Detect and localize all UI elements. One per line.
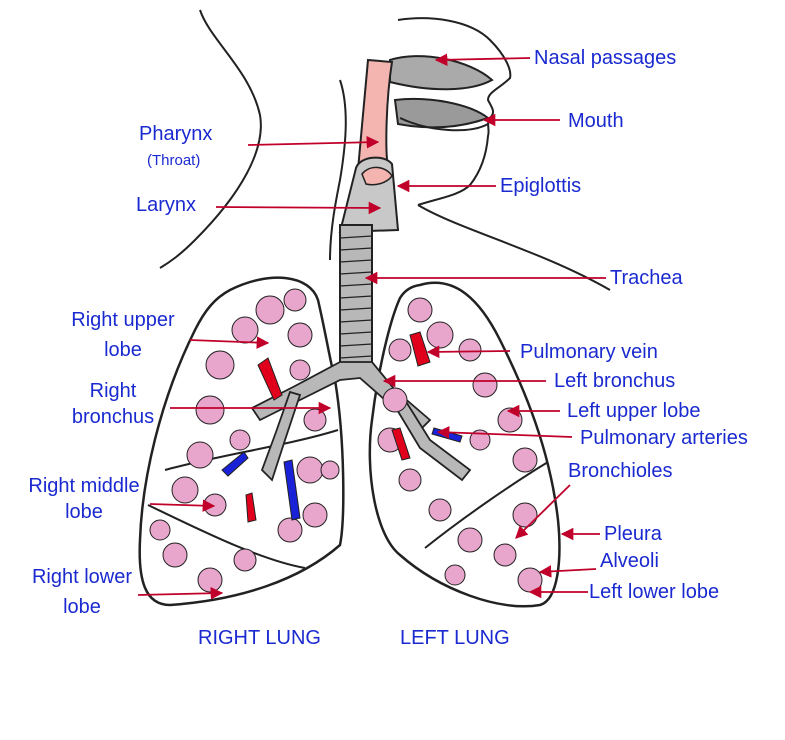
label-right-lower-lobe-line1: Right lower (18, 565, 146, 589)
label-pulmonary-arteries: Pulmonary arteries (580, 426, 748, 450)
nasal-cavity (390, 56, 492, 130)
label-right-bronchus-line1: Right (58, 379, 168, 403)
label-right-upper-lobe: Right upper lobe (58, 308, 188, 362)
label-left-upper-lobe: Left upper lobe (567, 399, 700, 423)
label-pharynx: Pharynx (139, 122, 212, 146)
label-left-lower-lobe: Left lower lobe (589, 580, 719, 604)
label-pleura: Pleura (604, 522, 662, 546)
label-larynx: Larynx (136, 193, 196, 217)
label-right-lower-lobe: Right lower lobe (18, 565, 146, 619)
label-bronchioles: Bronchioles (568, 459, 673, 483)
label-right-upper-lobe-line2: lobe (58, 338, 188, 362)
label-throat: (Throat) (147, 152, 200, 170)
trachea-shape (340, 225, 372, 365)
label-nasal-passages: Nasal passages (534, 46, 676, 70)
label-left-lung: LEFT LUNG (400, 626, 510, 650)
label-right-bronchus: Right bronchus (58, 379, 168, 429)
label-trachea: Trachea (610, 266, 683, 290)
label-pulmonary-vein: Pulmonary vein (520, 340, 658, 364)
label-mouth: Mouth (568, 109, 624, 133)
label-right-lung: RIGHT LUNG (198, 626, 321, 650)
label-right-middle-lobe: Right middle lobe (14, 474, 154, 524)
label-right-lower-lobe-line2: lobe (18, 595, 146, 619)
label-right-middle-lobe-line1: Right middle (14, 474, 154, 498)
larynx-shape (340, 158, 398, 232)
label-right-upper-lobe-line1: Right upper (58, 308, 188, 332)
label-right-bronchus-line2: bronchus (58, 405, 168, 429)
label-epiglottis: Epiglottis (500, 174, 581, 198)
label-right-middle-lobe-line2: lobe (14, 500, 154, 524)
label-alveoli: Alveoli (600, 549, 659, 573)
label-left-bronchus: Left bronchus (554, 369, 675, 393)
